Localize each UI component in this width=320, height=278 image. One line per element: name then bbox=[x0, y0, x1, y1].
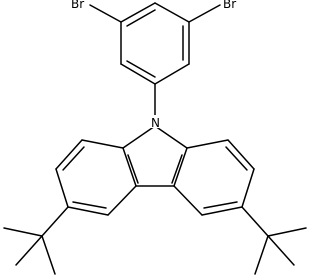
double-bond bbox=[171, 154, 183, 184]
bond bbox=[241, 168, 255, 208]
label-background bbox=[149, 115, 161, 128]
bond bbox=[55, 168, 69, 208]
bond bbox=[154, 2, 190, 23]
bond bbox=[173, 185, 203, 216]
bond bbox=[107, 185, 137, 216]
bond bbox=[154, 125, 188, 149]
bond bbox=[173, 147, 188, 187]
bond bbox=[254, 235, 269, 275]
bond bbox=[3, 227, 43, 237]
double-bond bbox=[126, 9, 156, 27]
bond bbox=[154, 63, 190, 85]
double-bond bbox=[126, 60, 156, 78]
bond bbox=[67, 206, 109, 216]
bond bbox=[81, 139, 124, 149]
bond bbox=[41, 206, 69, 237]
bond bbox=[201, 206, 243, 216]
label-background bbox=[221, 0, 241, 10]
carbazole-core bbox=[55, 125, 255, 216]
bond bbox=[120, 63, 156, 85]
dibromophenyl-ring bbox=[89, 2, 221, 116]
bond-c-br-left bbox=[89, 4, 122, 23]
bond bbox=[122, 147, 137, 187]
double-bond bbox=[62, 146, 85, 171]
bond bbox=[267, 235, 295, 266]
tert-butyl-left bbox=[3, 206, 69, 275]
structure-canvas: Br Br N bbox=[3, 0, 307, 275]
double-bond bbox=[127, 154, 139, 184]
tert-butyl-right bbox=[241, 206, 307, 275]
atom-labels: Br Br N bbox=[69, 0, 241, 130]
bond bbox=[122, 125, 156, 149]
bond bbox=[227, 139, 255, 170]
double-bond bbox=[72, 201, 107, 209]
atom-label-nitrogen: N bbox=[151, 116, 160, 130]
label-background bbox=[69, 0, 89, 10]
bond bbox=[15, 235, 43, 266]
atom-label-br-right: Br bbox=[223, 0, 236, 11]
bond bbox=[55, 139, 83, 170]
bond bbox=[41, 235, 56, 275]
molecule-structure: Br Br N bbox=[3, 0, 307, 275]
bond bbox=[120, 2, 156, 23]
double-bond bbox=[225, 146, 248, 171]
bond bbox=[241, 206, 269, 237]
double-bond bbox=[203, 201, 238, 209]
bond-c-br-right bbox=[188, 4, 221, 23]
bond bbox=[267, 227, 307, 237]
atom-label-br-left: Br bbox=[71, 0, 84, 11]
bond bbox=[186, 139, 229, 149]
